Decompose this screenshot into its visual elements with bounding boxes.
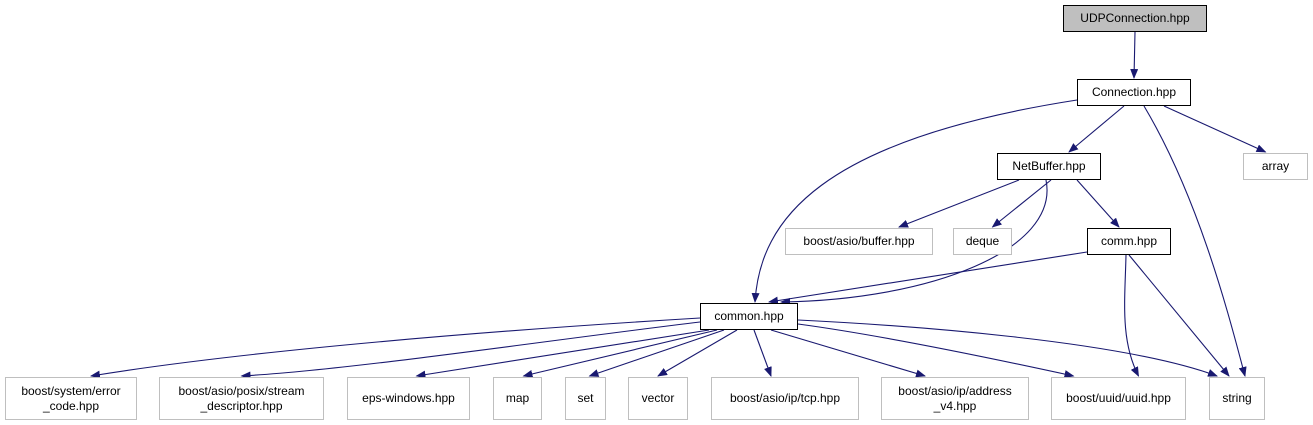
node-boost-asio-ip-tcp-hpp: boost/asio/ip/tcp.hpp <box>711 377 859 420</box>
edge-common-to-vector <box>657 329 738 377</box>
node-deque: deque <box>953 228 1012 255</box>
node-boost-asio-posix-stream-descriptor-hpp: boost/asio/posix/stream _descriptor.hpp <box>159 377 324 420</box>
node-boost-system-error-code-hpp: boost/system/error _code.hpp <box>5 377 137 420</box>
edge-common-to-eps-windows <box>415 329 710 379</box>
edge-common-to-boost-asio-posix-stream-descriptor <box>240 321 701 380</box>
edge-netbuffer-to-comm <box>1076 179 1120 228</box>
edge-common-to-string <box>797 319 1218 377</box>
node-boost-asio-buffer-hpp: boost/asio/buffer.hpp <box>785 228 933 255</box>
node-array: array <box>1243 153 1308 180</box>
edge-common-to-boost-uuid-uuid <box>797 323 1075 378</box>
node-set: set <box>565 377 606 420</box>
node-string: string <box>1209 377 1265 420</box>
node-connection-hpp[interactable]: Connection.hpp <box>1077 79 1191 106</box>
edge-netbuffer-to-common <box>780 179 1048 306</box>
edge-connection-to-netbuffer <box>1068 105 1125 153</box>
node-common-hpp[interactable]: common.hpp <box>700 303 798 330</box>
edge-common-to-map <box>522 329 718 378</box>
edge-netbuffer-to-boost-asio-buffer <box>898 179 1020 228</box>
node-netbuffer-hpp[interactable]: NetBuffer.hpp <box>997 153 1101 180</box>
edge-comm-to-boost-uuid-uuid <box>1124 254 1139 377</box>
edge-netbuffer-to-deque <box>991 179 1052 228</box>
edge-udpconnection-to-connection <box>1130 31 1139 79</box>
edge-comm-to-string <box>1128 254 1230 377</box>
edge-connection-to-common <box>751 99 1078 303</box>
node-eps-windows-hpp: eps-windows.hpp <box>347 377 470 420</box>
edge-common-to-set <box>588 329 725 377</box>
edge-comm-to-common <box>768 251 1088 305</box>
edge-common-to-boost-asio-ip-tcp <box>753 329 772 377</box>
node-udpconnection-hpp: UDPConnection.hpp <box>1063 5 1207 32</box>
node-boost-uuid-uuid-hpp: boost/uuid/uuid.hpp <box>1051 377 1186 420</box>
node-boost-asio-ip-address-v4-hpp: boost/asio/ip/address _v4.hpp <box>881 377 1029 420</box>
node-vector: vector <box>628 377 688 420</box>
edge-common-to-boost-asio-ip-address-v4 <box>770 329 926 378</box>
edge-common-to-boost-system-error-code <box>90 317 701 379</box>
edge-connection-to-string <box>1143 105 1247 377</box>
node-comm-hpp[interactable]: comm.hpp <box>1087 228 1171 255</box>
node-map: map <box>493 377 542 420</box>
edge-connection-to-array <box>1163 105 1267 153</box>
